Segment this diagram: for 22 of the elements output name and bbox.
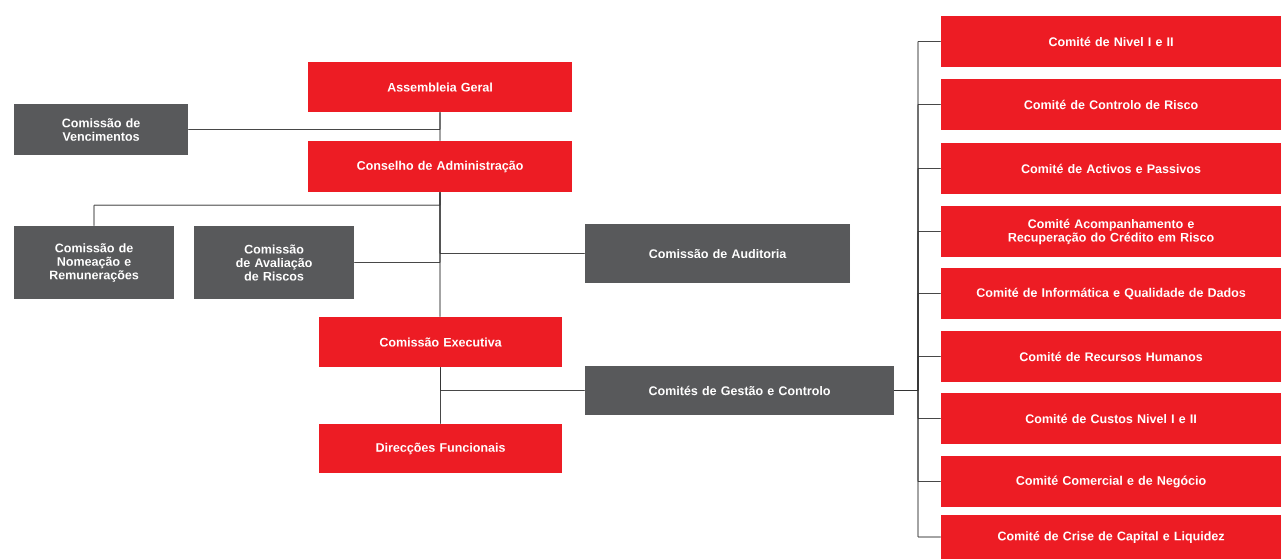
connector-line <box>439 111 441 142</box>
committee-box: Comité de Informática e Qualidade de Dados <box>941 268 1281 319</box>
org-chart-box: Comissão de Nomeação e Remunerações <box>14 226 174 299</box>
connector-line <box>439 191 441 318</box>
committee-box: Comité de Custos Nivel I e II <box>941 393 1281 444</box>
committee-box: Comité de Nivel I e II <box>941 16 1281 67</box>
committee-box: Comité de Crise de Capital e Liquidez <box>941 515 1281 559</box>
org-chart-box: Direcções Funcionais <box>319 424 562 473</box>
committee-box: Comité de Activos e Passivos <box>941 143 1281 194</box>
org-chart-box: Comissão de Avaliação de Riscos <box>194 226 354 299</box>
org-chart-box: Assembleia Geral <box>308 62 572 112</box>
org-chart-box: Comissão de Vencimentos <box>14 104 188 155</box>
connector-line <box>440 366 441 425</box>
committee-box: Comité de Recursos Humanos <box>941 331 1281 382</box>
org-chart-box: Conselho de Administração <box>308 141 572 192</box>
committee-box: Comité Comercial e de Negócio <box>941 456 1281 507</box>
committee-box: Comité Acompanhamento e Recuperação do Crédito em Risco <box>941 206 1281 257</box>
committee-box: Comité de Controlo de Risco <box>941 79 1281 130</box>
org-chart-box: Comissão de Auditoria <box>585 224 850 283</box>
connector-line <box>893 390 942 538</box>
org-chart-box: Comissão Executiva <box>319 317 562 367</box>
org-chart-box: Comités de Gestão e Controlo <box>585 366 894 415</box>
